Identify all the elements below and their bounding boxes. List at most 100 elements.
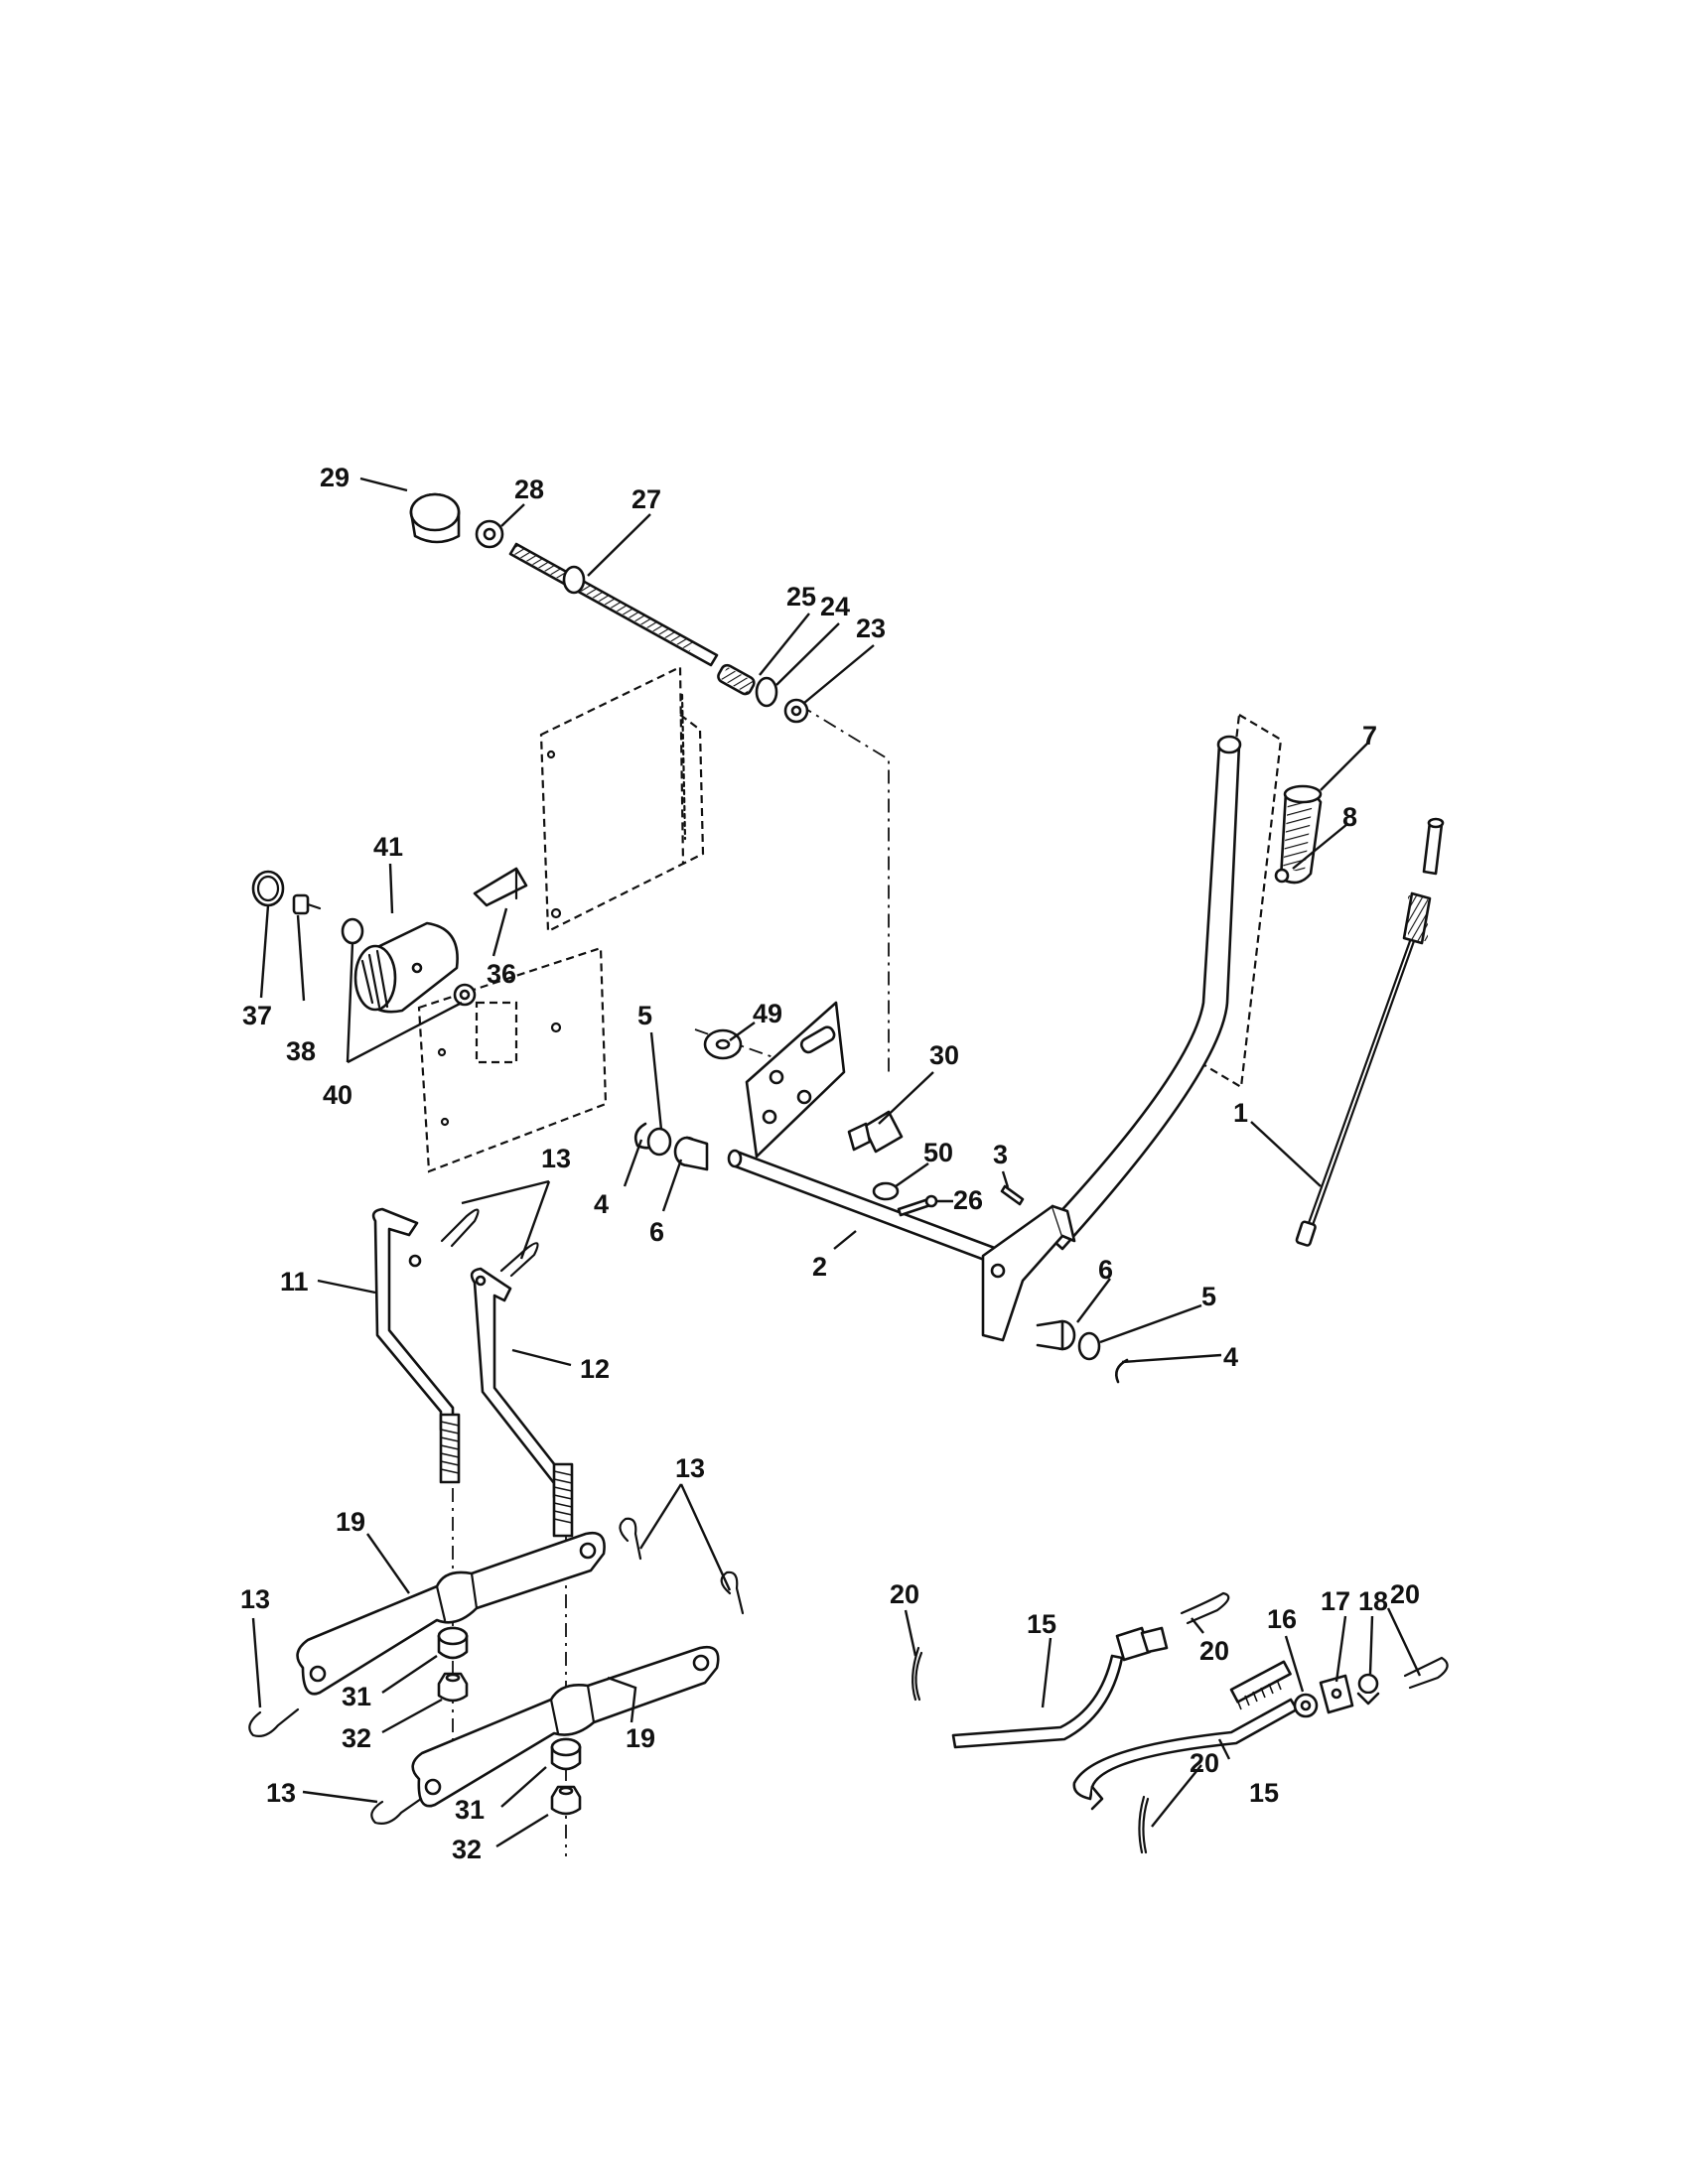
callout-19-upper: 19 (336, 1507, 365, 1537)
callout-13-bottom: 13 (266, 1778, 296, 1808)
lift-link-12 (470, 1267, 574, 1538)
hairpin-13-b (499, 1242, 539, 1278)
callout-5-left: 5 (637, 1001, 652, 1030)
callout-12: 12 (580, 1354, 610, 1384)
callout-30: 30 (929, 1040, 959, 1070)
adjuster-rod-27 (508, 542, 719, 667)
callout-37: 37 (242, 1001, 272, 1030)
callout-25: 25 (786, 582, 816, 612)
washer-5-right (1077, 1331, 1101, 1361)
knob-29 (409, 492, 461, 544)
callout-29: 29 (320, 463, 350, 492)
callout-16: 16 (1267, 1604, 1297, 1634)
callout-13-left: 13 (240, 1584, 270, 1614)
grip-7 (1279, 784, 1323, 885)
cotter-pin-20-b (1180, 1591, 1230, 1625)
callout-18: 18 (1358, 1586, 1388, 1616)
handle-phantom-outline (1197, 713, 1283, 1089)
washer-40a (341, 917, 364, 945)
cotter-pin-20-a (912, 1646, 923, 1702)
bushing-31-lower (550, 1737, 582, 1771)
callout-2: 2 (812, 1252, 827, 1282)
spring-clip-36 (473, 867, 528, 907)
ring-37 (251, 870, 285, 907)
callout-31-upper: 31 (342, 1682, 371, 1711)
front-link-15-lower (1072, 1660, 1299, 1811)
callout-20-left: 20 (890, 1579, 919, 1609)
callout-27: 27 (632, 484, 661, 514)
nut-16 (1293, 1693, 1319, 1718)
nut-32-lower (550, 1785, 582, 1816)
callout-13-mid: 13 (675, 1453, 705, 1483)
callout-4-left: 4 (594, 1189, 609, 1219)
bushing-31-upper (437, 1626, 469, 1660)
callout-32-lower: 32 (452, 1835, 482, 1864)
cross-shaft-2 (727, 1149, 1010, 1269)
callout-labels: 29 28 27 25 24 23 41 36 37 38 40 5 49 30… (240, 463, 1420, 1864)
pivot-bracket (745, 1001, 846, 1159)
lift-arm-19-lower (411, 1645, 720, 1808)
callout-41: 41 (373, 832, 403, 862)
front-link-15-upper (951, 1626, 1169, 1749)
hairpin-13-c (619, 1517, 642, 1561)
washer-24 (755, 676, 778, 708)
callout-32-upper: 32 (342, 1723, 371, 1753)
callout-4-right: 4 (1223, 1342, 1238, 1372)
callout-38: 38 (286, 1036, 316, 1066)
washer-28 (475, 519, 504, 549)
cotter-pin-20-c (1403, 1656, 1449, 1690)
lift-arm-19-upper (296, 1531, 606, 1696)
cable-1 (1295, 817, 1445, 1247)
callout-13-top: 13 (541, 1144, 571, 1173)
washer-40b (453, 983, 477, 1007)
hairpin-13-e (248, 1707, 300, 1737)
trunnion-17 (1319, 1674, 1354, 1714)
callout-6-left: 6 (649, 1217, 664, 1247)
washer-5-left (646, 1127, 672, 1157)
hairpin-13-d (720, 1570, 745, 1615)
trunnion-30 (847, 1110, 904, 1154)
callout-20-right: 20 (1390, 1579, 1420, 1609)
callout-20-bottom: 20 (1190, 1748, 1219, 1778)
callout-7: 7 (1362, 721, 1377, 751)
callout-1: 1 (1233, 1098, 1248, 1128)
callout-20-mid: 20 (1199, 1636, 1229, 1666)
nut-23 (783, 698, 809, 724)
callout-11: 11 (280, 1267, 309, 1297)
callout-5-right: 5 (1201, 1282, 1216, 1311)
hairpin-13-a (440, 1208, 480, 1248)
lift-handle (981, 735, 1242, 1342)
washer-49 (703, 1028, 743, 1060)
clip-8 (1274, 868, 1290, 884)
callout-28: 28 (514, 475, 544, 504)
bolt-26 (897, 1194, 938, 1217)
leader-lines (251, 477, 1422, 1848)
e-ring-4-right (1115, 1358, 1129, 1384)
callout-31-lower: 31 (455, 1795, 485, 1825)
callout-24: 24 (820, 592, 850, 621)
bushing-6-left (673, 1136, 709, 1171)
knob-41 (353, 921, 459, 1014)
callout-50: 50 (923, 1138, 953, 1167)
nut-18 (1356, 1673, 1380, 1706)
callout-49: 49 (753, 999, 782, 1028)
mounting-plate-lower (417, 946, 608, 1173)
callout-40: 40 (323, 1080, 352, 1110)
pin-3 (1000, 1184, 1025, 1206)
callout-6-right: 6 (1098, 1255, 1113, 1285)
callout-23: 23 (856, 614, 886, 643)
callout-8: 8 (1342, 802, 1357, 832)
bolt-38 (292, 893, 322, 915)
callout-19-lower: 19 (626, 1723, 655, 1753)
callout-15-lower: 15 (1249, 1778, 1279, 1808)
callout-17: 17 (1321, 1586, 1350, 1616)
bushing-6-right (1036, 1319, 1076, 1351)
cotter-pin-20-d (1138, 1795, 1150, 1854)
lift-link-11 (371, 1207, 461, 1484)
nut-32-upper (437, 1672, 469, 1703)
mounting-plate-upper (539, 665, 705, 933)
callout-3: 3 (993, 1140, 1008, 1169)
callout-15-upper: 15 (1027, 1609, 1056, 1639)
washer-50 (872, 1181, 900, 1201)
